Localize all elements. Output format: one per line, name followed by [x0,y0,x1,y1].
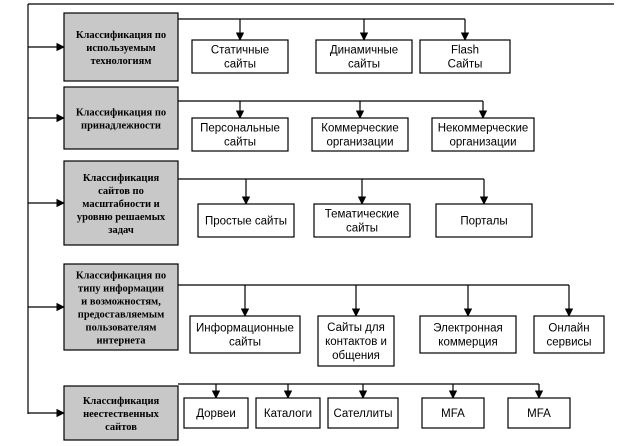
leaf-box: Сайты для контактов и общения [317,315,395,367]
connector-lines [27,3,614,418]
category-label-line: типу информации [78,284,164,295]
leaf-label-line: сайты [224,137,256,149]
leaf-box: Онлайн сервисы [533,315,605,354]
category-label-line: и возможностям, [81,297,161,308]
leaf-label-line: Сателлиты [333,408,392,420]
leaf-box: Коммерческие организации [311,117,409,152]
leaf-label-line: коммерция [438,337,497,349]
leaf-box: Некоммерческие организации [431,117,535,152]
category-box-3: Классификация сайтов по масштабности и уров… [63,160,179,246]
category-box-2: Классификация по принадлежности [63,86,179,150]
category-label-line: принадлежности [81,121,161,132]
leaf-label-line: MFA [441,408,465,420]
leaf-box: MFA [507,397,571,429]
leaf-box: Статичные сайты [191,39,289,74]
leaf-box: Информационные сайты [189,315,301,354]
leaf-label-line: сайты [346,223,378,235]
leaf-label-line: сервисы [546,337,591,349]
category-label-line: масштабности и [82,199,159,210]
leaf-box: Тематические сайты [313,203,411,238]
category-label-line: уровню решаемых [77,212,166,223]
leaf-box: Порталы [435,203,533,238]
category-label-line: задач [108,225,134,236]
category-label-line: используемым [86,43,155,54]
category-label-line: сайтов [105,422,137,433]
category-label-line: сайтов по [98,186,144,197]
leaf-label-line: Простые сайты [205,216,287,228]
category-label-line: Классификация по [76,108,166,119]
leaf-label-line: Сайты для [327,322,385,334]
leaf-box: Каталоги [255,397,321,429]
category-label-line: Классификация по [76,30,166,41]
leaf-box: Электронная коммерция [419,315,517,354]
leaf-label-line: Динамичные [330,45,398,57]
leaf-box: Сателлиты [327,397,399,429]
leaf-label-line: контактов и [325,336,387,348]
leaf-box: Простые сайты [197,203,295,238]
leaf-label-line: MFA [527,408,551,420]
leaf-label-line: Тематические [325,209,400,221]
leaf-label-line: Статичные [211,45,269,57]
leaf-label-line: Онлайн [548,323,589,335]
leaf-label-line: Порталы [460,216,507,228]
category-box-1: Классификация по используемым технологиям [63,12,179,82]
category-label-line: предоставляемым [78,310,164,321]
leaf-label-line: Дорвеи [196,408,236,420]
leaf-label-line: организации [326,137,393,149]
leaf-label-line: сайты [229,337,261,349]
leaf-box: Дорвеи [183,397,249,429]
leaf-label-line: Электронная [433,323,503,335]
leaf-label-line: Персональные [200,123,280,135]
leaf-label-line: организации [449,137,516,149]
leaf-label-line: Коммерческие [321,123,398,135]
category-label-line: Классификация [83,396,160,407]
leaf-label-line: Некоммерческие [438,123,529,135]
category-label-line: пользователям [86,323,157,334]
leaf-label-line: Информационные [196,323,294,335]
category-label-line: технологиям [91,56,152,67]
category-box-5: Классификация неестественных сайтов [63,385,179,441]
leaf-label-line: общения [332,350,380,362]
leaf-box: MFA [421,397,485,429]
leaf-label-line: сайты [348,59,380,71]
category-label-line: неестественных [83,409,160,420]
leaf-label-line: Flash [451,45,479,57]
category-box-4: Классификация по типу информации и возможн… [63,263,179,351]
leaf-label-line: Каталоги [264,408,312,420]
leaf-box: Персональные сайты [191,117,289,152]
category-label-line: Классификация по [76,271,166,282]
leaf-label-line: сайты [224,59,256,71]
boxes: Классификация поиспользуемымтехнологиямС… [63,12,605,441]
category-label-line: Классификация [83,173,160,184]
category-label-line: интернета [96,336,146,347]
leaf-label-line: Сайты [448,59,483,71]
leaf-box: Динамичные сайты [315,39,413,74]
